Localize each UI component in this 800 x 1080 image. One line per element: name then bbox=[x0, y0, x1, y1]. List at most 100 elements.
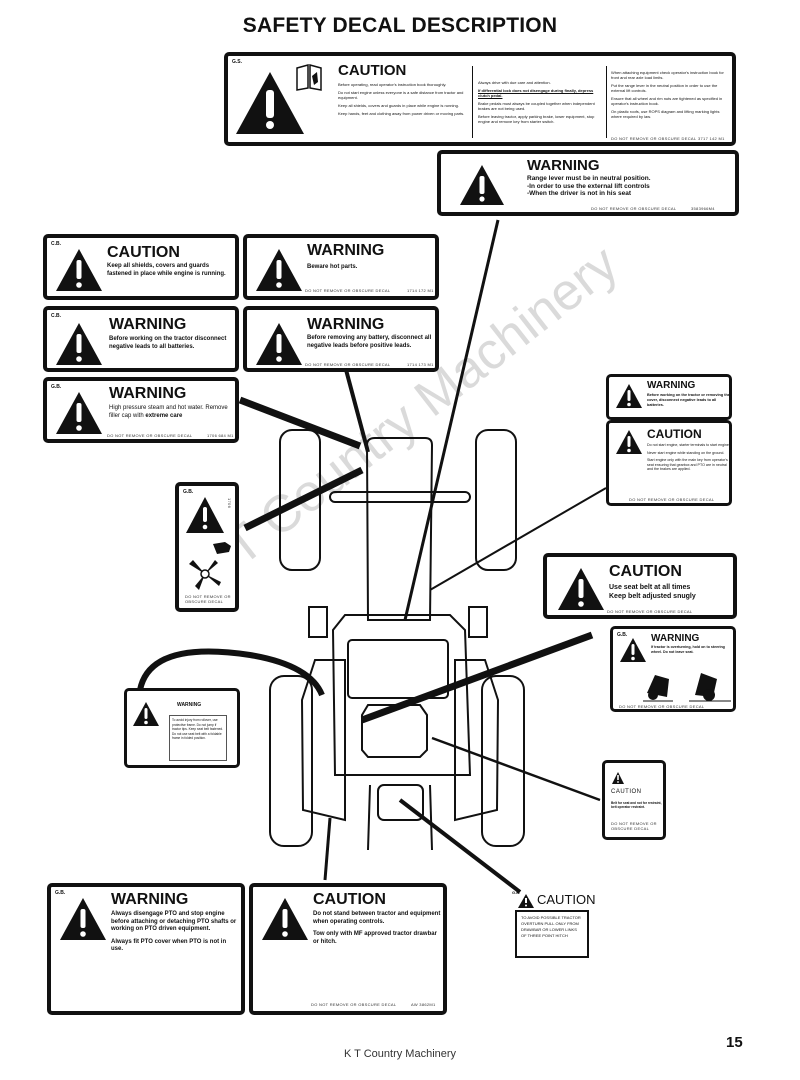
rear-left-wheel bbox=[269, 675, 313, 847]
warning-triangle-icon bbox=[612, 772, 624, 784]
warning-triangle-icon bbox=[56, 392, 102, 434]
decal-footer: DO NOT REMOVE OR OBSCURE DECAL bbox=[591, 206, 677, 211]
decal-rollover-warning: G.B. WARNING If tractor is overturning, … bbox=[610, 626, 736, 712]
decal-battery-removal-warning: WARNING Before removing any battery, dis… bbox=[243, 306, 439, 372]
warning-triangle-icon bbox=[186, 497, 224, 533]
leader-batteries bbox=[343, 365, 370, 453]
decal-footer: DO NOT REMOVE OR OBSCURE DECAL bbox=[311, 1002, 397, 1007]
decal-operator-manual-caution: G.S. CAUTION Before operating, read oper… bbox=[224, 52, 736, 146]
decal-part-number: AW 3862M1 bbox=[411, 1002, 436, 1007]
decal-paragraph: Always disengage PTO and stop engine bef… bbox=[111, 911, 237, 932]
decal-heading: CAUTION bbox=[537, 892, 596, 907]
decal-footer: DO NOT REMOVE OR OBSCURE DECAL bbox=[611, 821, 657, 831]
left-light bbox=[308, 606, 328, 638]
decal-footer: DO NOT REMOVE OR OBSCURE DECAL bbox=[629, 497, 715, 502]
rear-right-wheel bbox=[481, 675, 525, 847]
decal-text: If tractor is overturning, hold on to st… bbox=[651, 645, 725, 654]
decal-text: Before working on the tractor or removin… bbox=[647, 393, 730, 407]
decal-code: C.B. bbox=[51, 241, 61, 247]
hitch-arm-right bbox=[429, 784, 433, 851]
decal-start-engine-caution: CAUTION Do not start engine, starter ter… bbox=[606, 420, 732, 506]
warning-triangle-icon bbox=[616, 384, 642, 408]
warning-triangle-icon bbox=[518, 894, 534, 908]
instruction-line: Always drive with due care and attention… bbox=[478, 80, 551, 85]
decal-footer: DO NOT REMOVE OR OBSCURE DECAL bbox=[619, 704, 705, 709]
decal-code: G.B. bbox=[512, 890, 521, 895]
decal-range-lever-warning: WARNING Range lever must be in neutral p… bbox=[437, 150, 739, 216]
warning-triangle-icon bbox=[616, 430, 642, 454]
decal-part-number: 3717 142 M1 bbox=[698, 136, 725, 141]
instruction-line: On plastic roofs, use ROPS diagram and l… bbox=[611, 109, 720, 119]
instruction-line: Before operating, read operator's instru… bbox=[338, 82, 447, 87]
right-light bbox=[468, 606, 488, 638]
decal-heading: CAUTION bbox=[313, 891, 386, 908]
decal-part-number: 3583966M4 bbox=[691, 206, 715, 211]
warning-triangle-icon bbox=[60, 898, 106, 940]
column-divider bbox=[472, 66, 473, 138]
left-fender bbox=[300, 659, 346, 822]
warning-triangle-icon bbox=[236, 72, 304, 134]
instruction-line: Do not start engine, starter terminals t… bbox=[647, 443, 730, 447]
warning-triangle-icon bbox=[256, 323, 302, 365]
decal-heading: CAUTION bbox=[647, 427, 702, 441]
decal-heading: WARNING bbox=[109, 316, 187, 333]
decal-steam-warning: G.B. WARNING High pressure steam and hot… bbox=[43, 377, 239, 443]
instruction-line: -When the driver is not in his seat bbox=[527, 190, 632, 197]
front-axle bbox=[329, 491, 471, 503]
decal-battery-disconnect-warning: C.B. WARNING Before working on the tract… bbox=[43, 306, 239, 372]
decal-battery-small-warning: WARNING Before working on the tractor or… bbox=[606, 374, 732, 420]
right-fender bbox=[454, 659, 500, 822]
decal-heading: CAUTION bbox=[338, 62, 407, 79]
manual-book-icon bbox=[296, 64, 322, 91]
decal-cab-warning: WARNING To avoid injury from rollover, u… bbox=[124, 688, 240, 768]
decal-heading: WARNING bbox=[111, 891, 189, 908]
hood bbox=[365, 437, 434, 621]
decal-text: Before working on the tractor disconnect… bbox=[109, 336, 227, 350]
decal-code: G.S. bbox=[232, 59, 243, 65]
front-right-wheel bbox=[475, 429, 517, 571]
decal-code: G.B. bbox=[617, 632, 628, 638]
cab-window bbox=[347, 639, 449, 699]
decal-text: High pressure steam and hot water. Remov… bbox=[109, 405, 228, 419]
decal-seat-belt-caution: CAUTION Use seat belt at all times Keep … bbox=[543, 553, 737, 619]
decal-footer: DO NOT REMOVE OR OBSCURE DECAL bbox=[107, 433, 193, 438]
decal-text: Beware hot parts. bbox=[307, 264, 358, 270]
fan-hand-hazard-icon bbox=[189, 542, 231, 590]
instruction-line: If differential lock does not disengage … bbox=[478, 88, 594, 98]
decal-heading: WARNING bbox=[307, 316, 385, 333]
page-number: 15 bbox=[726, 1034, 743, 1051]
leader-cab-warning bbox=[137, 648, 325, 697]
cab bbox=[331, 614, 472, 776]
decal-footer: DO NOT REMOVE OR OBSCURE DECAL bbox=[607, 609, 693, 614]
decal-shields-caution: C.B. CAUTION Keep all shields, covers an… bbox=[43, 234, 239, 300]
decal-footer: DO NOT REMOVE OR OBSCURE DECAL bbox=[611, 136, 697, 141]
decal-text: Belt for seat and not for restraint, bel… bbox=[611, 801, 662, 810]
leader-seat-belt-small bbox=[431, 736, 601, 802]
instruction-line: Before leaving tractor, apply parking br… bbox=[478, 114, 595, 124]
decal-footer: DO NOT REMOVE OR OBSCURE DECAL bbox=[185, 594, 231, 604]
decal-heading: WARNING bbox=[527, 157, 600, 174]
decal-code: G.B. bbox=[55, 890, 66, 896]
decal-heading: WARNING bbox=[177, 702, 202, 708]
decal-paragraph: Always fit PTO cover when PTO is not in … bbox=[111, 938, 227, 953]
decal-text: Keep all shields, covers and guards fast… bbox=[107, 263, 226, 277]
decal-heading: WARNING bbox=[647, 380, 696, 391]
decal-heading: WARNING bbox=[307, 242, 385, 259]
instruction-line: -In order to use the external lift contr… bbox=[527, 182, 650, 190]
decal-seat-belt-small-caution: CAUTION Belt for seat and not for restra… bbox=[602, 760, 666, 840]
instruction-line: Do not start engine unless everyone is a… bbox=[338, 90, 464, 100]
decal-heading: CAUTION bbox=[107, 244, 180, 261]
decal-heading: WARNING bbox=[109, 385, 187, 402]
decal-text: Before removing any battery, disconnect … bbox=[307, 335, 432, 349]
decal-fan-warning: G.B. 1706 DO NOT REMOVE OR OBSCURE DECAL bbox=[175, 482, 239, 612]
instruction-line: Ensure that all wheel and rim nuts are t… bbox=[611, 96, 723, 106]
warning-triangle-icon bbox=[133, 702, 159, 726]
leader-fan bbox=[243, 466, 364, 532]
leader-hitch bbox=[398, 798, 522, 894]
instruction-line: Put the range lever in the neutral posit… bbox=[611, 83, 718, 93]
warning-triangle-icon bbox=[256, 249, 302, 291]
decal-side-code: 1706 bbox=[227, 498, 232, 509]
decal-heading: WARNING bbox=[651, 633, 700, 644]
decal-part-number: 1706 684 M1 bbox=[207, 433, 234, 438]
